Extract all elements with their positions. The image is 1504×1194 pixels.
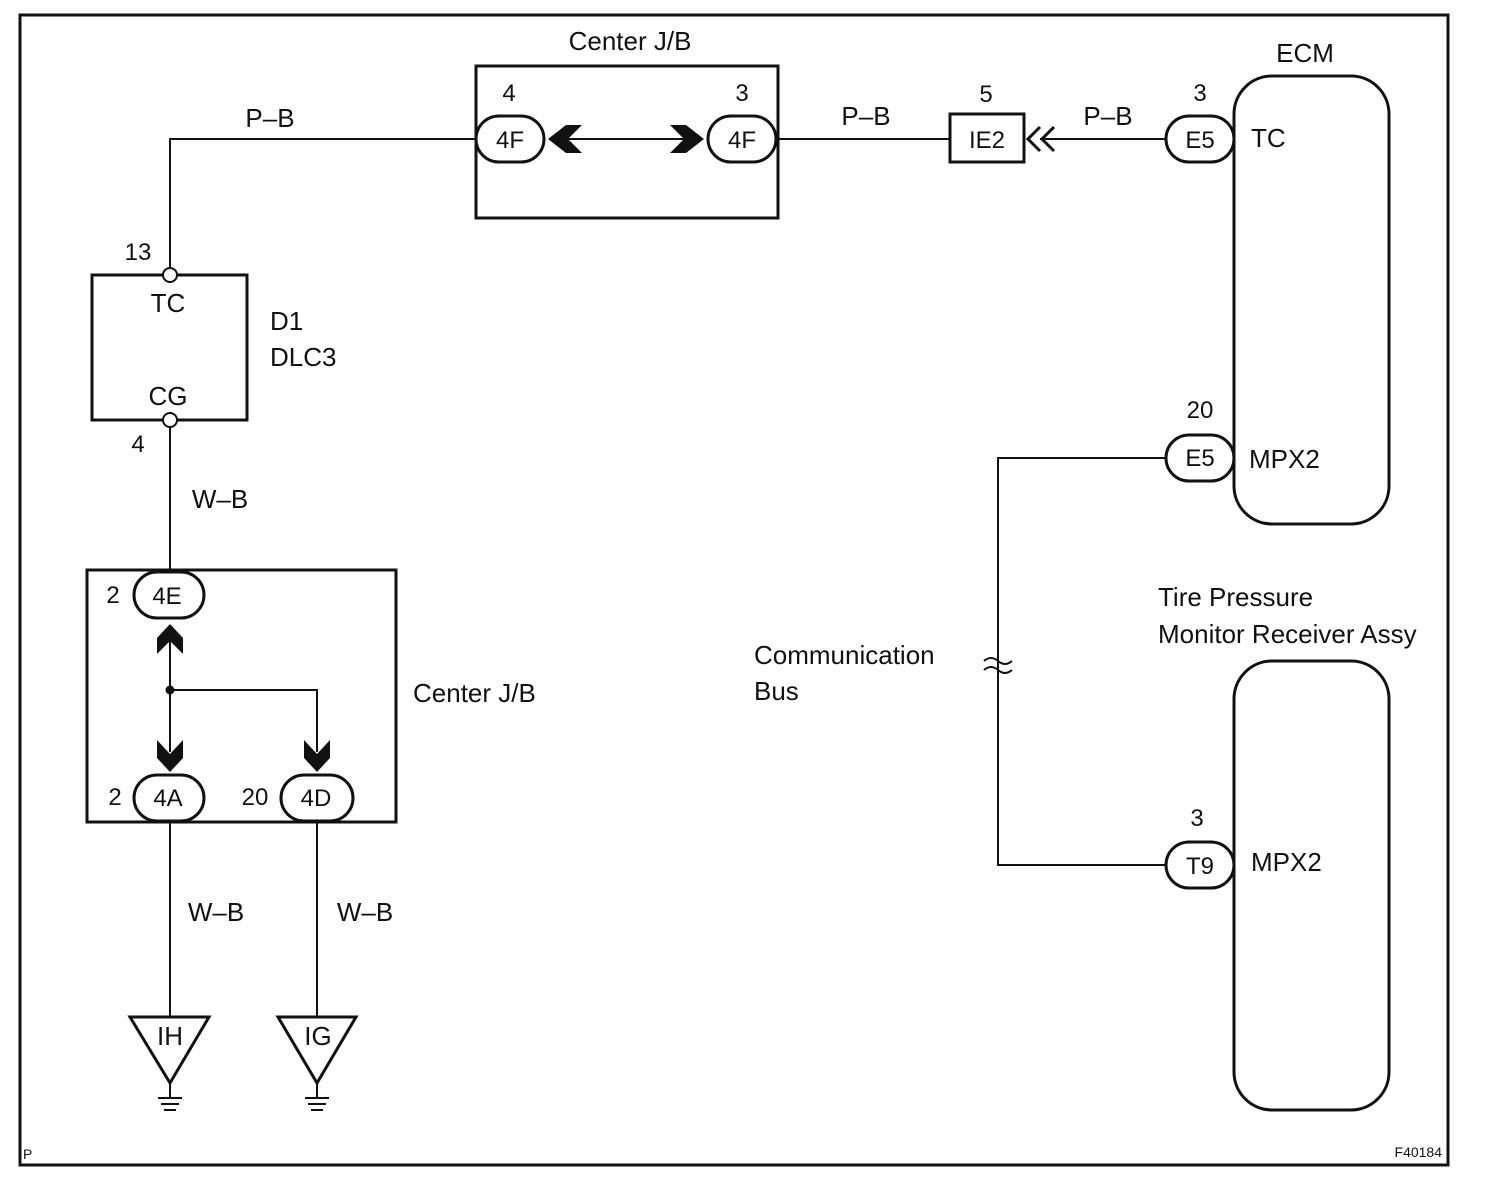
wire-wb-upper-label: W–B bbox=[192, 484, 248, 514]
chevron-right-icon bbox=[670, 125, 704, 153]
connector-4f-right-label: 4F bbox=[728, 127, 756, 154]
ecm-mpx-pin: 20 bbox=[1187, 397, 1214, 424]
dlc3: 13 TC CG 4 D1 DLC3 bbox=[90, 239, 336, 458]
receiver-mpx-terminal: MPX2 bbox=[1251, 847, 1322, 877]
ecm-mpx-terminal: MPX2 bbox=[1249, 444, 1320, 474]
dlc3-cg-pin: 4 bbox=[131, 431, 144, 458]
figure-id: F40184 bbox=[1395, 1144, 1443, 1160]
jb-4a-pin: 2 bbox=[108, 784, 121, 811]
corner-label: P bbox=[23, 1146, 32, 1162]
ground-ig: IG bbox=[275, 1015, 359, 1111]
connector-e5-tc bbox=[1164, 114, 1236, 164]
center-jb-top-left-pin: 4 bbox=[502, 80, 515, 107]
center-jb-bottom-title: Center J/B bbox=[413, 678, 536, 708]
connector-4e-label: 4E bbox=[152, 583, 181, 610]
ecm: ECM 3 E5 TC 20 E5 MPX2 bbox=[1164, 38, 1391, 526]
connector-e5-tc-label: E5 bbox=[1185, 127, 1214, 154]
dlc3-id: D1 bbox=[270, 306, 303, 336]
center-jb-top: Center J/B 4 3 4F 4F bbox=[474, 26, 780, 220]
wire-dlc-tc-to-jb bbox=[169, 138, 476, 268]
diagram-frame bbox=[18, 13, 1450, 1167]
ground-ig-label: IG bbox=[304, 1021, 331, 1051]
receiver-title-line2: Monitor Receiver Assy bbox=[1158, 619, 1417, 649]
junction-ie2-pin: 5 bbox=[979, 81, 992, 108]
receiver-box bbox=[1232, 659, 1391, 1112]
wire-pb-mid-label: P–B bbox=[841, 101, 890, 131]
ecm-tc-pin: 3 bbox=[1193, 80, 1206, 107]
connector-4d-label: 4D bbox=[301, 785, 332, 812]
center-jb-top-title: Center J/B bbox=[569, 26, 692, 56]
connector-t9 bbox=[1164, 840, 1236, 890]
dlc3-name: DLC3 bbox=[270, 342, 336, 372]
dlc3-cg-label: CG bbox=[149, 381, 188, 411]
tire-pressure-receiver: Tire Pressure Monitor Receiver Assy 3 T9… bbox=[1158, 582, 1417, 1112]
wire-pb-right-label: P–B bbox=[1083, 101, 1132, 131]
connector-4e bbox=[132, 570, 206, 620]
center-jb-bottom: Center J/B 2 4E 2 4A 20 4D bbox=[85, 568, 536, 824]
connector-t9-label: T9 bbox=[1186, 853, 1214, 880]
jb-bottom-branch-wire bbox=[170, 689, 318, 752]
wire-wb-lower-right-label: W–B bbox=[337, 897, 393, 927]
ground-ig-triangle-icon bbox=[275, 1015, 359, 1086]
dlc3-tc-pin: 13 bbox=[125, 239, 152, 266]
junction-ie2-label: IE2 bbox=[969, 127, 1005, 154]
junction-ie2: 5 IE2 bbox=[948, 81, 1056, 164]
ecm-box bbox=[1232, 74, 1391, 526]
receiver-pin: 3 bbox=[1190, 805, 1203, 832]
connector-4f-left-label: 4F bbox=[496, 127, 524, 154]
chevron-left-icon bbox=[548, 125, 582, 153]
double-chevron-icon bbox=[1025, 125, 1042, 153]
ecm-title: ECM bbox=[1276, 38, 1334, 68]
center-jb-top-right-pin: 3 bbox=[735, 80, 748, 107]
wire-pb-left-label: P–B bbox=[245, 103, 294, 133]
chevron-down-icon-2 bbox=[304, 740, 330, 772]
receiver-title-line1: Tire Pressure bbox=[1158, 582, 1313, 612]
chevron-up-icon bbox=[157, 624, 183, 654]
communication-bus-wire bbox=[997, 457, 1166, 866]
connector-4a-label: 4A bbox=[153, 785, 182, 812]
dlc3-tc-label: TC bbox=[151, 288, 186, 318]
jb-4d-pin: 20 bbox=[242, 784, 269, 811]
comm-bus-label-line2: Bus bbox=[754, 676, 799, 706]
dlc3-tc-terminal-icon bbox=[162, 267, 178, 283]
ecm-tc-terminal: TC bbox=[1251, 123, 1286, 153]
connector-e5-mpx-label: E5 bbox=[1185, 445, 1214, 472]
wire-wb-lower-left-label: W–B bbox=[188, 897, 244, 927]
junction-ie2-box bbox=[948, 112, 1026, 164]
chevron-down-icon bbox=[157, 740, 183, 772]
comm-bus-label-line1: Communication bbox=[754, 640, 935, 670]
ground-ih: IH bbox=[127, 1015, 212, 1111]
bus-break-icon bbox=[983, 657, 1013, 674]
dlc3-cg-terminal-icon bbox=[162, 412, 178, 428]
ground-ih-triangle-icon bbox=[127, 1015, 212, 1086]
jb-4e-pin: 2 bbox=[106, 582, 119, 609]
center-jb-bottom-box bbox=[85, 568, 398, 824]
ground-ih-label: IH bbox=[157, 1021, 183, 1051]
